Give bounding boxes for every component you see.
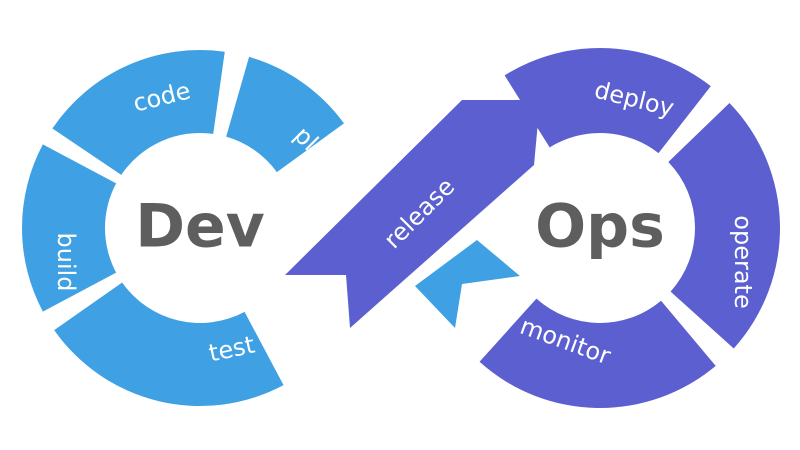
stage-operate: operate: [729, 215, 757, 308]
dev-title: Dev: [135, 192, 265, 262]
build-segment: [21, 144, 117, 312]
deploy-segment: [504, 47, 711, 154]
return-arrow: [415, 240, 520, 328]
ops-title: Ops: [535, 192, 665, 262]
dev-ring: [21, 49, 345, 407]
ops-ring: [479, 47, 780, 409]
operate-segment: [668, 102, 780, 349]
test-segment: [54, 282, 284, 407]
monitor-segment: [479, 298, 716, 409]
stage-build: build: [52, 232, 80, 291]
code-segment: [52, 49, 225, 175]
release-arrow: [285, 100, 540, 328]
plan-segment: [226, 56, 345, 173]
